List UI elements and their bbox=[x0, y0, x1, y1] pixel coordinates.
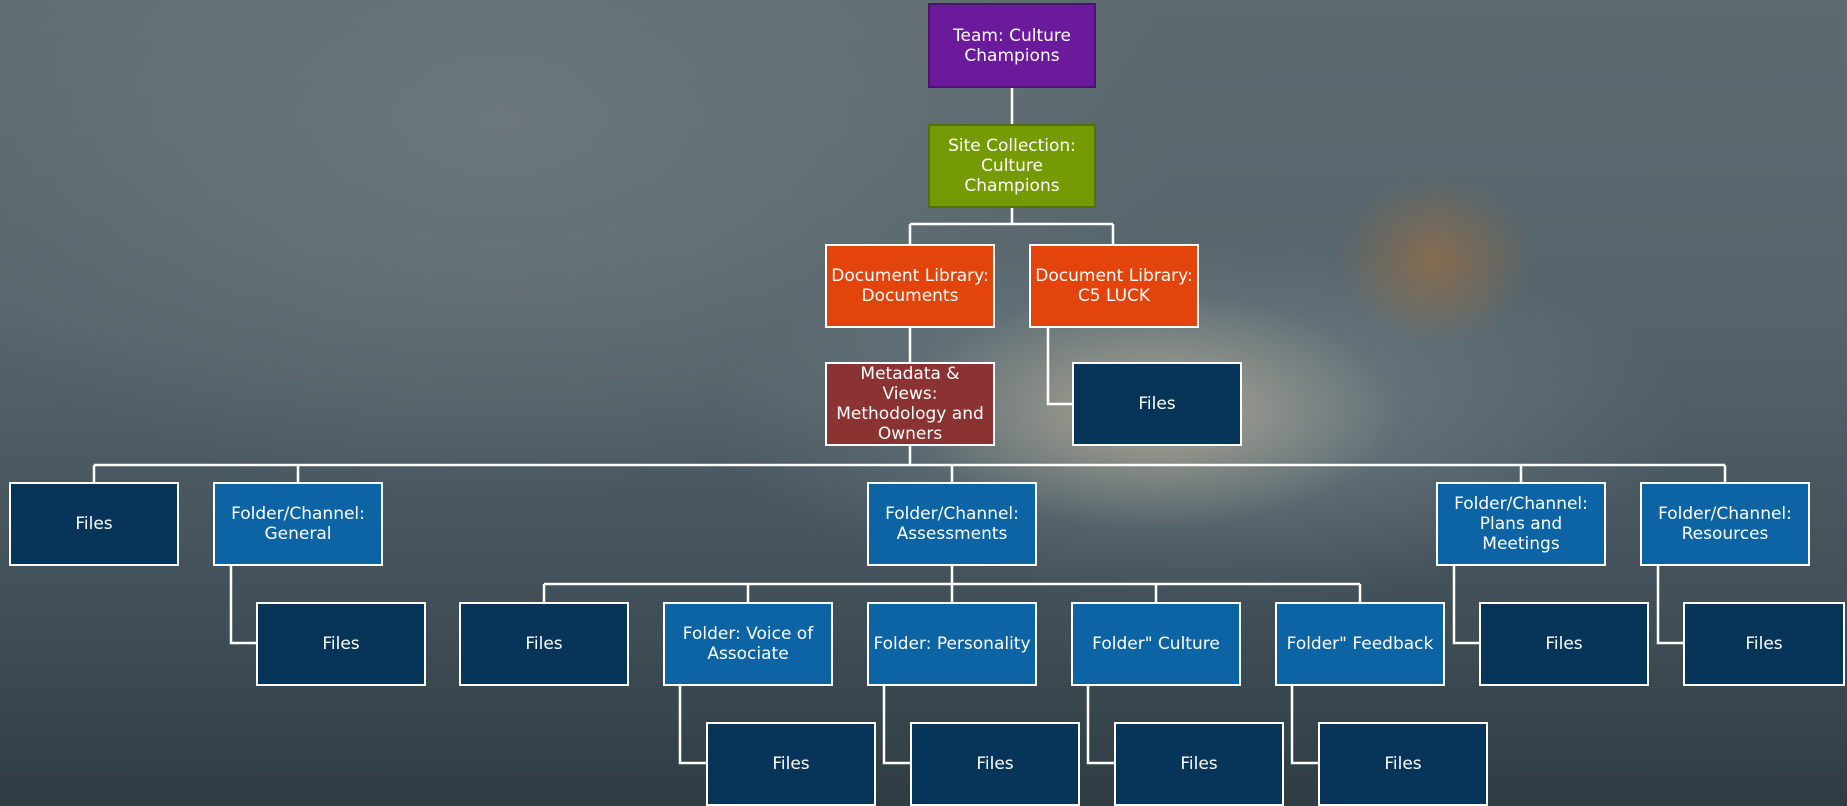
node-files-general: Files bbox=[256, 602, 426, 686]
node-folder-channel-assessments: Folder/Channel: Assessments bbox=[867, 482, 1037, 566]
connector-assessments-children bbox=[542, 566, 1362, 602]
connector-metadata-level3 bbox=[92, 446, 1727, 482]
connector-plans-files bbox=[1452, 566, 1479, 645]
node-files-resources: Files bbox=[1683, 602, 1845, 686]
connector-culture-files bbox=[1086, 686, 1114, 765]
node-files-c5-luck: Files bbox=[1072, 362, 1242, 446]
node-files-feedback: Files bbox=[1318, 722, 1488, 806]
node-document-library-c5-luck: Document Library: C5 LUCK bbox=[1029, 244, 1199, 328]
connector-resources-files bbox=[1656, 566, 1683, 645]
node-folder-channel-plans-meetings: Folder/Channel: Plans and Meetings bbox=[1436, 482, 1606, 566]
node-files-personality: Files bbox=[910, 722, 1080, 806]
node-folder-feedback: Folder" Feedback bbox=[1275, 602, 1445, 686]
node-metadata-views: Metadata & Views: Methodology and Owners bbox=[825, 362, 995, 446]
connector-voice-files bbox=[678, 686, 706, 765]
connector-site-libraries bbox=[908, 208, 1115, 244]
node-folder-culture: Folder" Culture bbox=[1071, 602, 1241, 686]
connector-personality-files bbox=[882, 686, 910, 765]
node-document-library-documents: Document Library: Documents bbox=[825, 244, 995, 328]
connector-feedback-files bbox=[1290, 686, 1318, 765]
node-files-assessments: Files bbox=[459, 602, 629, 686]
node-folder-channel-resources: Folder/Channel: Resources bbox=[1640, 482, 1810, 566]
node-files-root: Files bbox=[9, 482, 179, 566]
node-folder-voice-of-associate: Folder: Voice of Associate bbox=[663, 602, 833, 686]
node-team-culture-champions: Team: Culture Champions bbox=[928, 3, 1096, 88]
node-files-voice-of-associate: Files bbox=[706, 722, 876, 806]
node-files-culture: Files bbox=[1114, 722, 1284, 806]
node-folder-channel-general: Folder/Channel: General bbox=[213, 482, 383, 566]
node-site-collection: Site Collection: Culture Champions bbox=[928, 124, 1096, 208]
connector-general-files bbox=[229, 566, 256, 645]
connector-c5luck-files bbox=[1046, 328, 1072, 406]
node-files-plans-meetings: Files bbox=[1479, 602, 1649, 686]
node-folder-personality: Folder: Personality bbox=[867, 602, 1037, 686]
